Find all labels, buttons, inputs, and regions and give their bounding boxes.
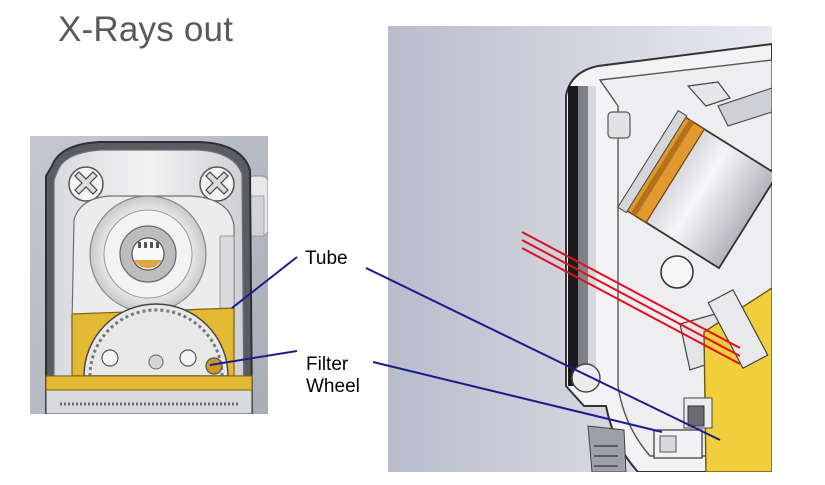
filter-wheel-label: Filter Wheel: [306, 354, 360, 398]
filter-label-line1: Filter: [306, 354, 349, 375]
filter-wheel: [83, 303, 229, 377]
cross-section-drawing: [388, 26, 772, 472]
screw-left: [68, 166, 104, 202]
slide-title: X-Rays out: [58, 10, 234, 49]
front-view-drawing: [30, 136, 268, 414]
screw-right: [199, 166, 235, 202]
filter-label-line2: Wheel: [306, 376, 360, 397]
tube-label: Tube: [305, 248, 348, 269]
output-window: [568, 86, 578, 386]
xray-tube: [617, 109, 772, 270]
